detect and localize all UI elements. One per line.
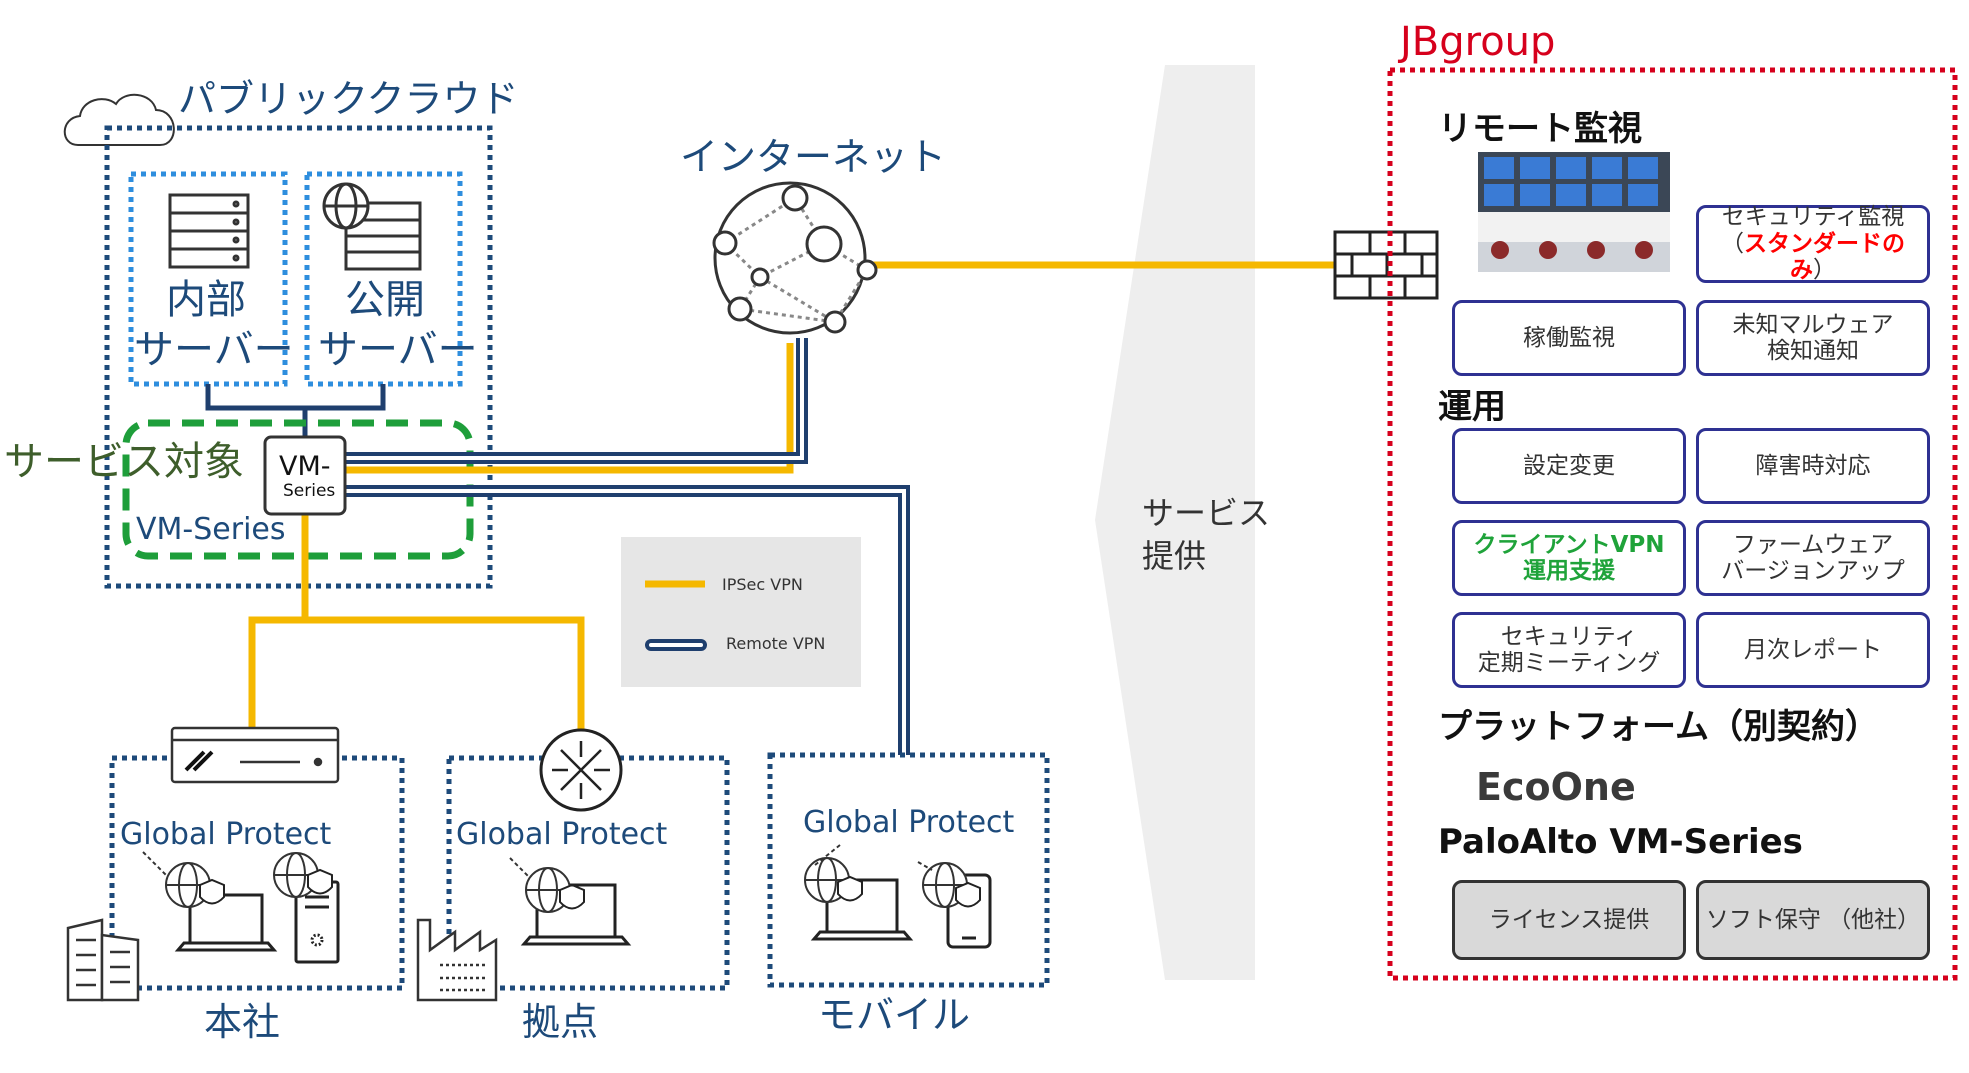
hq-desktop-icon: [294, 880, 340, 964]
public-server-icon: [322, 182, 422, 271]
client-vpn-line1: クライアントVPN: [1473, 531, 1665, 558]
internal-server-icon: [168, 193, 250, 269]
license-label: ライセンス提供: [1488, 906, 1650, 933]
site-mobile-boundary: [767, 752, 1050, 988]
unknown-malware-line2: 検知通知: [1767, 338, 1859, 364]
operation-item-settings-label: 設定変更: [1523, 452, 1615, 479]
vm-series-label: VM-Series: [136, 512, 286, 547]
site-mobile-name: モバイル: [818, 993, 971, 1037]
cloud-boundary: [104, 125, 493, 589]
site-branch-boundary: [446, 755, 730, 991]
ipsec-lines: [248, 261, 1335, 730]
internal-server-label-1: 内部: [166, 277, 246, 323]
security-monitoring-close: ）: [1813, 257, 1836, 284]
service-provision-line1: サービス: [1142, 494, 1271, 532]
vm-series-icon: [263, 435, 347, 516]
public-server-boundary: [304, 171, 463, 387]
operations-heading: 運用: [1438, 387, 1506, 427]
meeting-line1: セキュリティ: [1500, 623, 1638, 650]
site-branch-client-label: Global Protect: [456, 817, 668, 852]
site-mobile-client-label: Global Protect: [803, 805, 1015, 840]
service-target-label: サービス対象: [4, 439, 244, 485]
security-monitoring-highlight: スタンダードのみ: [1744, 230, 1905, 284]
operation-item-report: 月次レポート: [1696, 612, 1930, 688]
cloud-title: パブリッククラウド: [178, 77, 519, 121]
monitoring-room-image: [1478, 152, 1670, 272]
factory-icon: [416, 918, 498, 1002]
service-provision-line2: 提供: [1142, 537, 1207, 575]
unknown-malware-box: 未知マルウェア 検知通知: [1696, 300, 1930, 376]
platform-heading: プラットフォーム（別契約）: [1438, 707, 1879, 747]
operation-item-firmware: ファームウェア バージョンアップ: [1696, 520, 1930, 596]
ecoone-logo: EcoOne: [1476, 765, 1636, 809]
building-icon: [66, 918, 140, 1002]
firmware-line1: ファームウェア: [1732, 531, 1894, 558]
firewall-icon: [1333, 230, 1439, 300]
public-server-label-2: サーバー: [318, 327, 478, 373]
public-server-label-1: 公開: [345, 277, 425, 323]
site-hq-client-label: Global Protect: [120, 817, 332, 852]
meeting-line2: 定期ミーティング: [1477, 650, 1661, 676]
remote-monitoring-heading: リモート監視: [1438, 109, 1642, 149]
site-hq-name: 本社: [204, 1000, 281, 1044]
legend-ipsec-label: IPSec VPN: [722, 575, 803, 594]
internet-label: インターネット: [680, 135, 947, 179]
legend-remote-label: Remote VPN: [726, 634, 826, 653]
security-monitoring-open: （: [1721, 230, 1744, 257]
soft-line2: （他社）: [1828, 906, 1921, 933]
operation-item-meeting: セキュリティ 定期ミーティング: [1452, 612, 1686, 688]
report-label: 月次レポート: [1744, 636, 1882, 663]
cloud-icon: [63, 94, 175, 146]
site-hq-boundary: [109, 755, 405, 991]
operation-monitoring-label: 稼働監視: [1523, 324, 1615, 351]
legend-box: [621, 537, 861, 687]
soft-maintenance-box: ソフト保守 （他社）: [1696, 880, 1930, 960]
jbgroup-boundary: [1387, 67, 1958, 981]
license-box: ライセンス提供: [1452, 880, 1686, 960]
client-vpn-line2: 運用支援: [1523, 558, 1615, 584]
firmware-line2: バージョンアップ: [1721, 558, 1905, 584]
remote-vpn-lines: [345, 338, 910, 755]
callout-lines: [142, 844, 933, 879]
operation-item-settings: 設定変更: [1452, 428, 1686, 504]
operation-monitoring-box: 稼働監視: [1452, 300, 1686, 376]
vm-icon-text-top: VM-: [279, 451, 331, 482]
soft-line1: ソフト保守: [1705, 906, 1821, 933]
operation-item-client-vpn: クライアントVPN 運用支援: [1452, 520, 1686, 596]
internet-icon: [712, 181, 878, 335]
operation-item-incident-label: 障害時対応: [1755, 452, 1871, 479]
hq-appliance-icon: [170, 726, 340, 784]
paloalto-heading: PaloAlto VM-Series: [1438, 822, 1803, 862]
site-branch-name: 拠点: [522, 1000, 599, 1044]
legend-remote-swatch: [645, 639, 707, 651]
server-link: [205, 384, 386, 440]
operation-item-incident: 障害時対応: [1696, 428, 1930, 504]
service-provision-band: [1095, 65, 1255, 980]
vpn-shield-icons: [199, 868, 981, 910]
jbgroup-title: JBgroup: [1400, 19, 1556, 65]
vm-icon-text-bottom: Series: [283, 481, 336, 501]
ecoone-logo-bg: [1470, 762, 1640, 810]
internal-server-label-2: サーバー: [134, 327, 294, 373]
security-monitoring-line2: （スタンダードのみ）: [1699, 231, 1927, 284]
branch-router-icon: [539, 728, 623, 812]
security-monitoring-line1: セキュリティ監視: [1721, 204, 1905, 231]
unknown-malware-line1: 未知マルウェア: [1732, 311, 1894, 338]
security-monitoring-box: セキュリティ監視 （スタンダードのみ）: [1696, 204, 1930, 284]
